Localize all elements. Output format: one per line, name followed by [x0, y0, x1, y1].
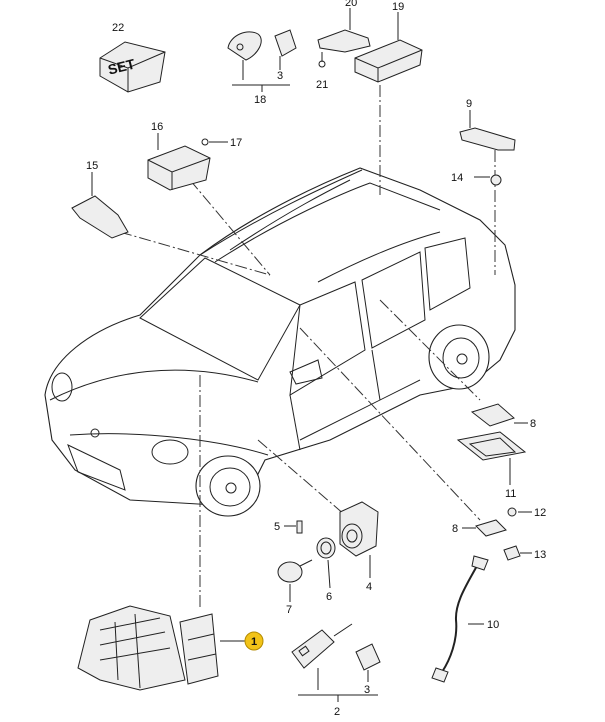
callout-6: 6 — [326, 591, 332, 603]
part-4-ignition-lock: 4 — [339, 501, 379, 593]
callout-16: 16 — [151, 121, 163, 133]
part-10-cable: 10 — [431, 555, 499, 683]
part-8-11-assembly: 8 11 — [456, 403, 536, 500]
callout-13: 13 — [534, 549, 546, 561]
part-2-key-set: 3 2 — [291, 623, 381, 718]
part-18-key-set: 3 18 — [227, 29, 297, 106]
callout-22: 22 — [112, 22, 124, 34]
callout-2: 2 — [334, 706, 340, 718]
set-label: SET — [106, 55, 137, 77]
callout-19: 19 — [392, 1, 404, 13]
callout-20: 20 — [345, 0, 357, 9]
callout-8-upper: 8 — [530, 418, 536, 430]
connection-lines — [119, 85, 496, 610]
part-19-control-unit: 19 — [354, 1, 423, 83]
callout-3-bottom: 3 — [364, 684, 370, 696]
callout-7: 7 — [286, 604, 292, 616]
callout-9: 9 — [466, 98, 472, 110]
callout-18: 18 — [254, 94, 266, 106]
callout-10: 10 — [487, 619, 499, 631]
callout-3-top: 3 — [277, 70, 283, 82]
callout-14: 14 — [451, 172, 463, 184]
part-6-ring: 6 — [316, 537, 336, 603]
part-5-pin: 5 — [274, 520, 303, 534]
callout-8-lower: 8 — [452, 523, 458, 535]
callout-5: 5 — [274, 521, 280, 533]
callout-4: 4 — [366, 581, 372, 593]
part-15-bracket: 15 — [71, 160, 129, 239]
part-1-control-unit: 1 — [77, 605, 264, 691]
highlight-callout-badge[interactable] — [244, 631, 264, 651]
callout-17: 17 — [230, 137, 242, 149]
part-22-set-box: SET 22 — [99, 22, 166, 93]
callout-12: 12 — [534, 507, 546, 519]
callout-11: 11 — [505, 488, 516, 500]
part-8-12-13-assembly: 8 12 13 — [452, 507, 546, 561]
part-7-cap: 7 — [277, 559, 313, 616]
callout-21: 21 — [316, 79, 328, 91]
part-20-bracket: 20 21 — [316, 0, 371, 91]
part-16-module: 16 17 — [147, 121, 242, 191]
part-9-bracket: 9 14 — [451, 98, 516, 186]
callout-15: 15 — [86, 160, 98, 172]
callout-1: 1 — [251, 636, 257, 648]
vehicle-illustration — [44, 167, 516, 517]
